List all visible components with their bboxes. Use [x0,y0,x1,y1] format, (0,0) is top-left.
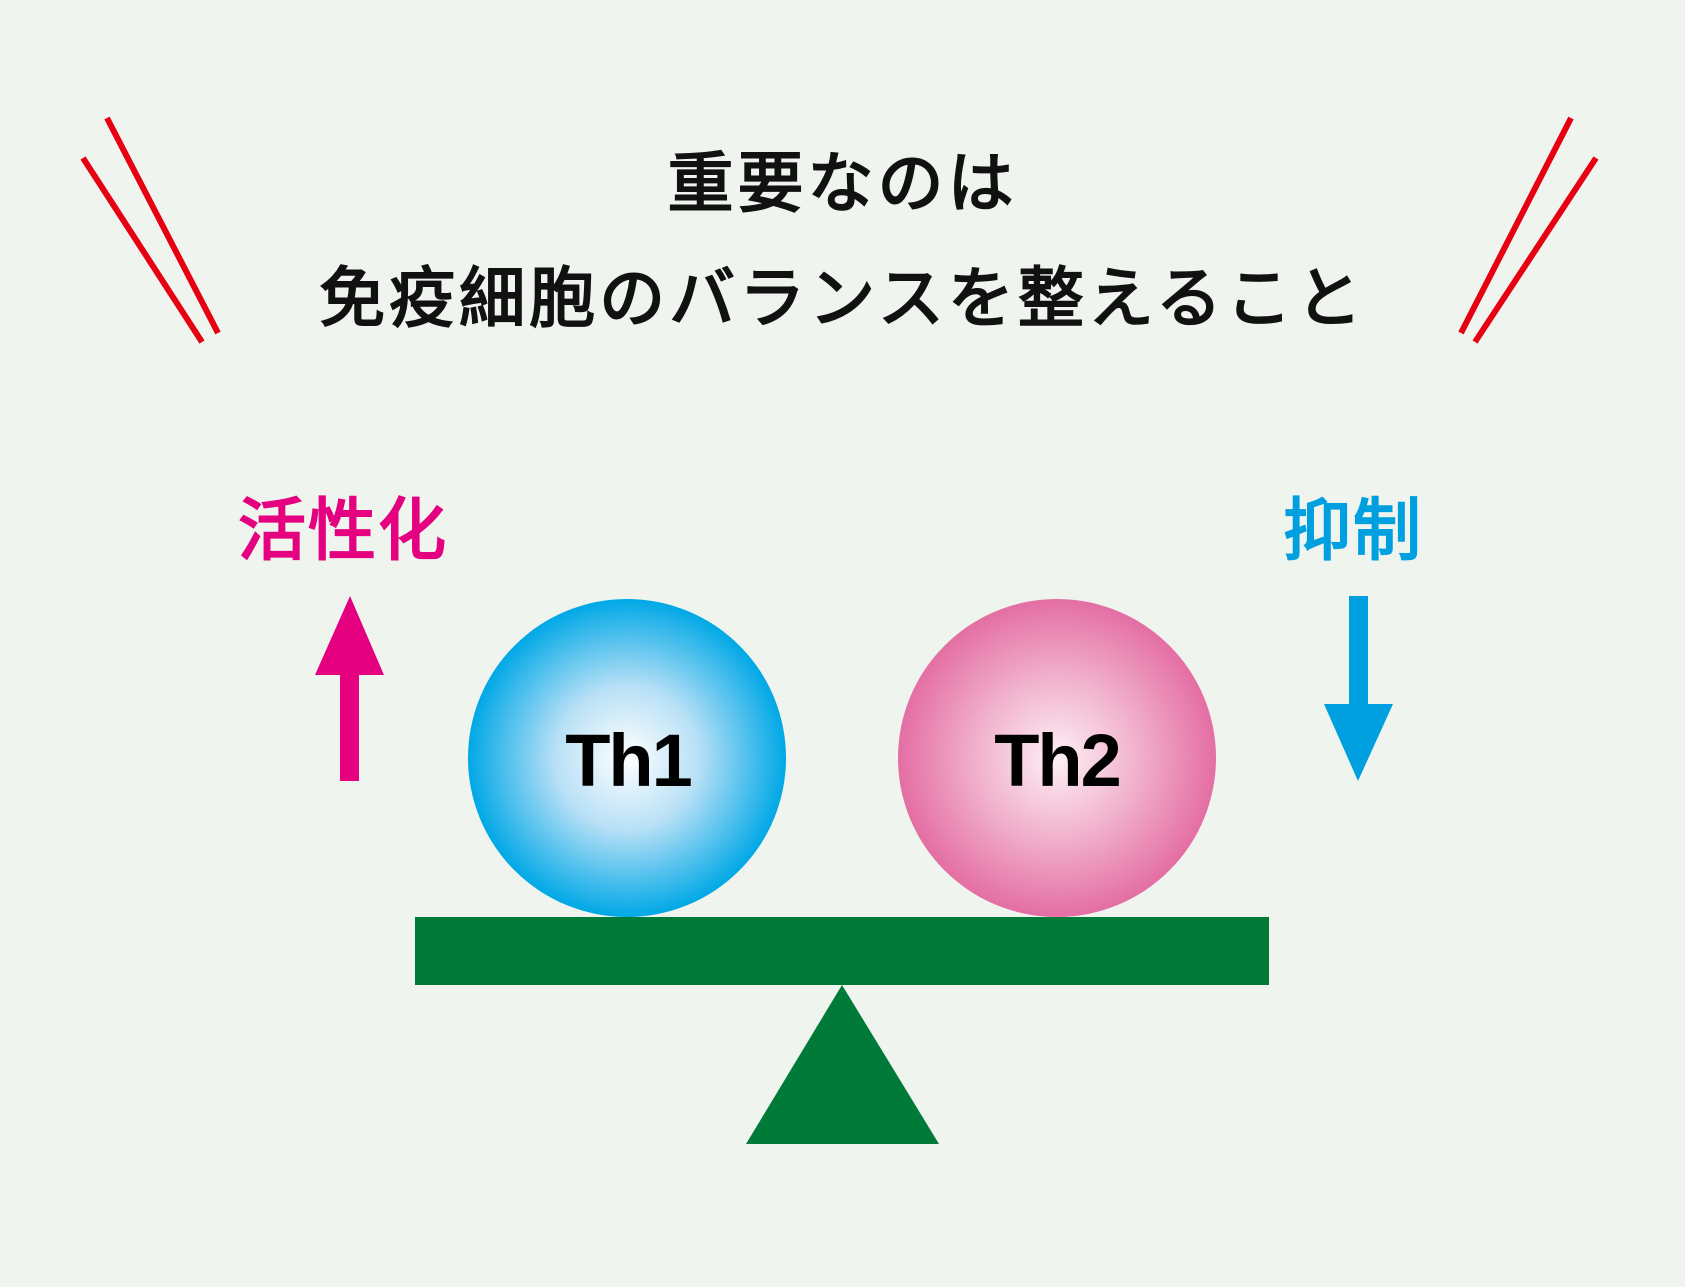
seesaw-beam [415,917,1269,985]
seesaw-fulcrum [746,985,939,1144]
title-line-1: 重要なのは [667,145,1018,222]
title-line-2: 免疫細胞のバランスを整えること [319,260,1366,337]
th2-label: Th2 [994,719,1122,802]
down-arrow-icon [1324,596,1393,781]
activation-label: 活性化 [238,492,449,571]
suppression-label: 抑制 [1283,492,1424,571]
up-arrow-icon [315,596,384,781]
th1-ball [468,599,786,917]
th2-ball [898,599,1216,917]
emphasis-lines-left [80,116,221,344]
emphasis-lines-right [1458,116,1599,344]
th1-label: Th1 [565,719,693,802]
